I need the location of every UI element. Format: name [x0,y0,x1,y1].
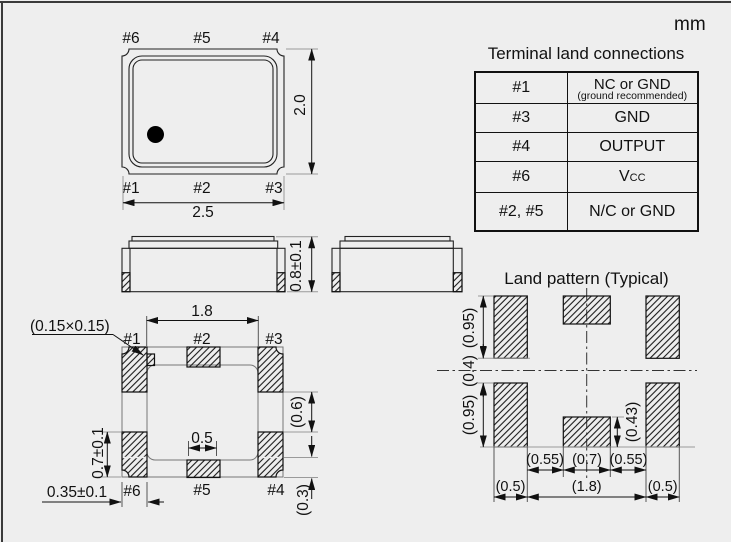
dim-thickness-label: 0.8±0.1 [288,240,305,292]
land-pad [562,295,611,325]
pin-label: #6 [123,483,140,500]
dim-corner-pad-width: 0.35±0.1 [47,484,107,501]
index-cut-label: (0.15×0.15) [30,318,110,335]
pin-label: #3 [265,180,282,197]
dim-vertical-gap: (0.4) [461,355,478,387]
side-terminal-pad [452,272,463,293]
table-row: #6 VCC [474,161,699,193]
dim-gap-left: (0.55) [526,452,564,468]
dim-pad-width-right: (0.5) [648,479,678,495]
pin-label: #4 [262,30,280,47]
table-row: #1 NC or GND (ground recommended) [474,71,699,104]
terminal-land-connections-table: #1 NC or GND (ground recommended) #3 GND… [474,71,699,232]
pin-label: #5 [193,482,210,499]
value-main: NC or GND [593,75,671,93]
figure-border-top [0,1,731,3]
value-cell: OUTPUT [566,132,699,162]
pin-label: #2 [193,331,210,348]
land-pattern-title: Land pattern (Typical) [504,269,668,288]
package-outline [121,48,285,175]
side-terminal-pad [121,272,131,293]
side-terminal-pad [276,272,286,293]
package-top-view: #6 #5 #4 #1 #2 #3 2.0 2.5 [121,30,318,221]
package-side-view-long [121,235,286,293]
side-terminal-pad [331,272,341,293]
lid-outline-inner [132,59,274,164]
terminal-table-title: Terminal land connections [487,44,685,63]
terminal-pad-5 [186,459,221,479]
pin-label: #3 [265,331,282,348]
land-pad [645,295,680,359]
value-cell: NC or GND (ground recommended) [566,71,699,104]
dim-pad-width-left: (0.5) [496,479,526,495]
value-note: (ground recommended) [577,89,688,102]
dim-pad-height-top: (0.95) [461,308,478,349]
figure-border-left [1,1,3,542]
value-cell: N/C or GND [566,192,699,232]
dim-wrap-height: (0.3) [295,484,312,516]
pin-label: #1 [122,180,139,197]
pin-cell: #6 [474,161,568,193]
table-row: #2, #5 N/C or GND [474,192,699,232]
pin-label: #4 [267,482,285,499]
dim-center-pad-width: 0.5 [191,430,213,447]
pin-label: #5 [193,30,210,47]
terminal-pad-4 [257,431,284,478]
package-side-view-short [331,235,463,293]
pin1-index-dot [147,126,164,143]
land-pattern-view: Land pattern (Typical) (0.95) (0.4) (0.9… [437,269,697,502]
land-pad [645,382,680,448]
terminal-pad-1-index-tab [146,353,156,367]
terminal-pad-6 [121,431,148,478]
dim-gap-right: (0.55) [610,452,648,468]
dim-span: (1.8) [572,479,602,495]
dim-package-thickness: 0.8±0.1 [276,236,318,293]
dim-inner-width: 1.8 [191,303,213,320]
pin-label: #1 [123,331,140,348]
terminal-pad-1 [121,346,148,393]
dim-corner-pad-height: 0.7±0.1 [90,427,107,479]
dim-pad-height-bottom: (0.95) [461,395,478,436]
vcc-v: V [618,168,630,185]
land-pad [493,295,528,359]
dim-side-gap: (0.6) [289,396,306,428]
unit-label: mm [674,14,706,35]
pin-label: #2 [193,180,210,197]
lid-outline-outer [128,55,278,168]
value-cell: VCC [566,161,699,193]
pin-label: #6 [122,30,139,47]
package-bottom-view: #1 #2 #3 #6 #5 #4 (0.15×0.15) 1.8 0.5 0.… [30,303,318,516]
terminal-pad-3 [257,346,284,393]
dim-center-width: (0.7) [572,452,602,468]
dim-package-width: 2.5 [192,204,214,221]
land-pad [562,416,611,448]
dim-center-pad-height: (0.43) [624,402,641,443]
dim-package-height: 2.0 [292,94,309,116]
pin-cell: #2, #5 [474,192,568,232]
terminal-pad-2 [186,346,221,368]
land-pad [493,382,528,448]
pin-cell: #3 [474,103,568,133]
vcc-sub: CC [629,172,646,184]
